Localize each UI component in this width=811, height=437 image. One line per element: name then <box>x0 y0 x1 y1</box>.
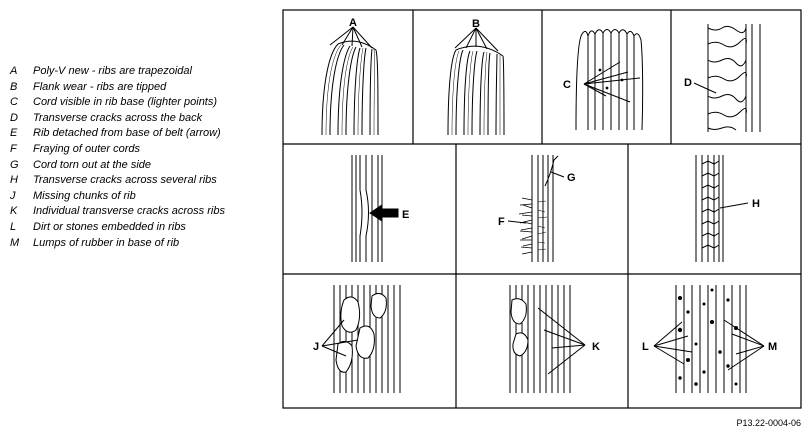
panel-c-cord-visible <box>575 29 644 131</box>
legend-item: E Rib detached from base of belt (arrow) <box>10 126 275 142</box>
panel-lm-dirt-lumps <box>653 285 765 393</box>
legend-item: C Cord visible in rib base (lighter point… <box>10 95 275 111</box>
legend-text: Individual transverse cracks across ribs <box>33 205 225 218</box>
callout-letters: A B C D E F G H J K L M <box>313 17 777 353</box>
callout-h: H <box>752 198 760 210</box>
callout-k: K <box>592 341 600 353</box>
legend-text: Poly-V new - ribs are trapezoidal <box>33 65 192 77</box>
legend-key: D <box>10 111 18 124</box>
legend-item: F Fraying of outer cords <box>10 142 275 158</box>
callout-g: G <box>567 172 576 184</box>
legend-text: Rib detached from base of belt (arrow) <box>33 127 221 140</box>
legend-item: D Transverse cracks across the back <box>10 111 275 127</box>
panel-fg-fraying <box>507 155 565 262</box>
callout-b: B <box>472 18 480 30</box>
panel-h-several-cracks <box>695 155 749 262</box>
panel-a-new-belt <box>321 26 379 136</box>
legend-key: K <box>10 205 18 218</box>
legend-text: Fraying of outer cords <box>33 142 140 155</box>
legend-text: Flank wear - ribs are tipped <box>33 80 167 93</box>
legend-key: J <box>10 189 16 202</box>
panel-d-back-cracks <box>693 24 761 132</box>
legend-text: Cord visible in rib base (lighter points… <box>33 96 218 109</box>
callout-m: M <box>768 341 777 353</box>
legend-text: Transverse cracks across the back <box>33 111 203 124</box>
callout-j: J <box>313 341 319 353</box>
legend-item: G Cord torn out at the side <box>10 158 275 174</box>
legend-key: A <box>10 65 18 77</box>
legend-key: F <box>10 142 17 155</box>
legend-key: E <box>10 127 18 140</box>
callout-c: C <box>563 79 571 91</box>
panel-grid <box>282 9 802 409</box>
callout-l: L <box>642 341 649 353</box>
legend-item: M Lumps of rubber in base of rib <box>10 236 275 252</box>
legend-item: B Flank wear - ribs are tipped <box>10 80 275 96</box>
panel-j-missing-chunks <box>321 285 401 393</box>
callout-f: F <box>498 216 505 228</box>
legend-text: Cord torn out at the side <box>33 158 152 171</box>
legend-item: H Transverse cracks across several ribs <box>10 173 275 189</box>
panel-e-rib-detached <box>351 155 399 262</box>
legend-item: A Poly-V new - ribs are trapezoidal <box>10 64 275 80</box>
legend-key: L <box>10 220 17 233</box>
legend-item: K Individual transverse cracks across rib… <box>10 204 275 220</box>
callout-a: A <box>349 17 357 29</box>
legend-key: C <box>10 96 18 109</box>
legend-item: J Missing chunks of rib <box>10 189 275 205</box>
panel-k-individual-cracks <box>509 285 586 393</box>
legend-key: B <box>10 80 18 93</box>
legend-text: Dirt or stones embedded in ribs <box>33 220 186 233</box>
legend-item: L Dirt or stones embedded in ribs <box>10 220 275 236</box>
legend-key: M <box>10 236 20 249</box>
legend-key: G <box>10 158 19 171</box>
panel-b-flank-wear <box>447 27 505 136</box>
callout-e: E <box>402 209 409 221</box>
legend-text: Lumps of rubber in base of rib <box>33 236 180 249</box>
callout-d: D <box>684 77 692 89</box>
legend-text: Missing chunks of rib <box>33 189 136 202</box>
figure-code: P13.22-0004-06 <box>736 418 801 428</box>
legend-text: Transverse cracks across several ribs <box>33 174 217 187</box>
legend-key: H <box>10 174 18 187</box>
